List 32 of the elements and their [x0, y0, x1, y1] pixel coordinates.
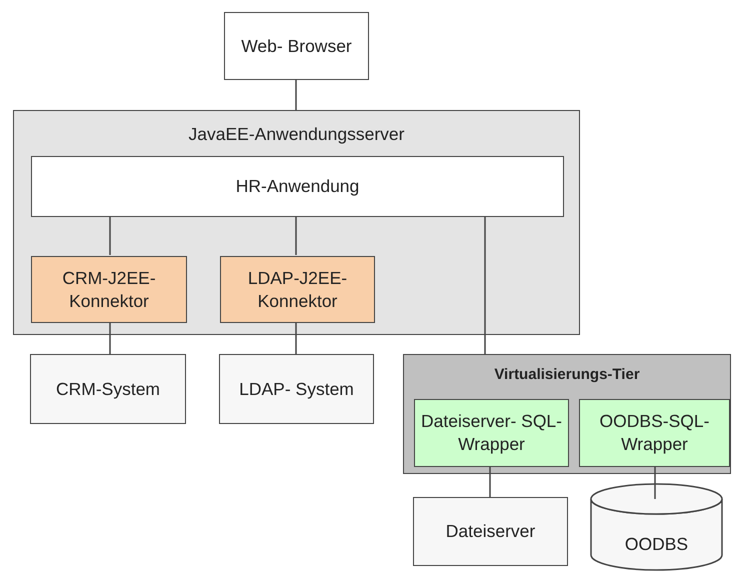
box-label: Web- Browser — [240, 34, 353, 58]
server-container — [13, 110, 580, 335]
box-label: OODBS — [624, 532, 690, 556]
process-box — [224, 12, 369, 80]
box-label: OODBS-SQL- Wrapper — [598, 410, 710, 456]
box-label: Dateiserver — [444, 520, 536, 543]
box-label: LDAP- System — [238, 378, 355, 400]
box-label: HR-Anwendung — [234, 175, 360, 198]
database-cylinder — [590, 483, 723, 571]
system-box — [219, 354, 374, 424]
connector-line — [295, 216, 297, 255]
box-label: CRM-J2EE- Konnektor — [61, 266, 157, 312]
box-label: LDAP-J2EE- Konnektor — [246, 266, 348, 312]
wrapper-box — [579, 399, 730, 467]
connector-line — [654, 466, 656, 499]
connector-box — [220, 256, 375, 323]
connector-line — [295, 322, 297, 354]
system-box — [413, 497, 568, 566]
system-box — [30, 354, 186, 424]
box-label: JavaEE-Anwendungsserver — [188, 123, 406, 146]
box-label: Dateiserver- SQL-Wrapper — [420, 410, 563, 456]
wrapper-box — [414, 399, 569, 467]
box-label: Virtualisierungs-Tier — [493, 365, 641, 384]
connector-line — [109, 216, 111, 255]
box-label: CRM-System — [54, 378, 162, 400]
process-box — [31, 156, 564, 217]
connector-line — [489, 466, 491, 497]
connector-box — [31, 256, 187, 323]
connector-line — [295, 80, 297, 110]
connector-line — [109, 322, 111, 354]
connector-line — [484, 216, 486, 354]
tier-container — [403, 354, 731, 474]
